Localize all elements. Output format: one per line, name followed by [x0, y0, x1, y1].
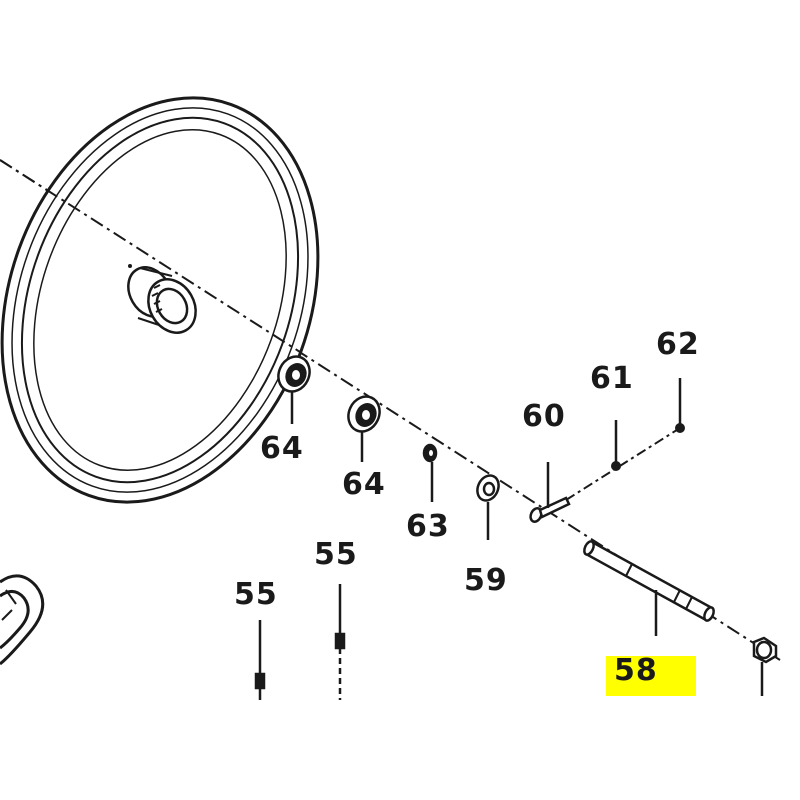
part-62-dot	[675, 423, 685, 433]
label-63: 63	[406, 509, 450, 544]
label-62: 62	[656, 327, 700, 362]
part-55-bolt-a	[254, 672, 266, 700]
label-55-b: 55	[314, 537, 358, 572]
leader-lines	[258, 378, 764, 696]
label-58: 58	[614, 653, 658, 688]
pulley-hub	[127, 264, 197, 334]
belt	[0, 574, 45, 666]
part-60-pin	[529, 496, 571, 523]
highlight-58	[606, 656, 696, 696]
label-55-a: 55	[234, 577, 278, 612]
label-59: 59	[464, 563, 508, 598]
part-58-shaft	[583, 540, 715, 622]
part-61-dot	[611, 461, 621, 471]
part-59-washer	[476, 474, 500, 502]
part-64-washer-a	[277, 355, 311, 393]
part-63-ring	[422, 443, 438, 463]
label-61: 61	[590, 361, 634, 396]
label-64-b: 64	[342, 467, 386, 502]
secondary-axis	[565, 427, 681, 501]
label-60: 60	[522, 399, 566, 434]
part-64-washer-b	[347, 395, 381, 433]
end-nut	[752, 636, 778, 664]
part-55-bolt-b	[334, 632, 346, 700]
label-64-a: 64	[260, 431, 304, 466]
